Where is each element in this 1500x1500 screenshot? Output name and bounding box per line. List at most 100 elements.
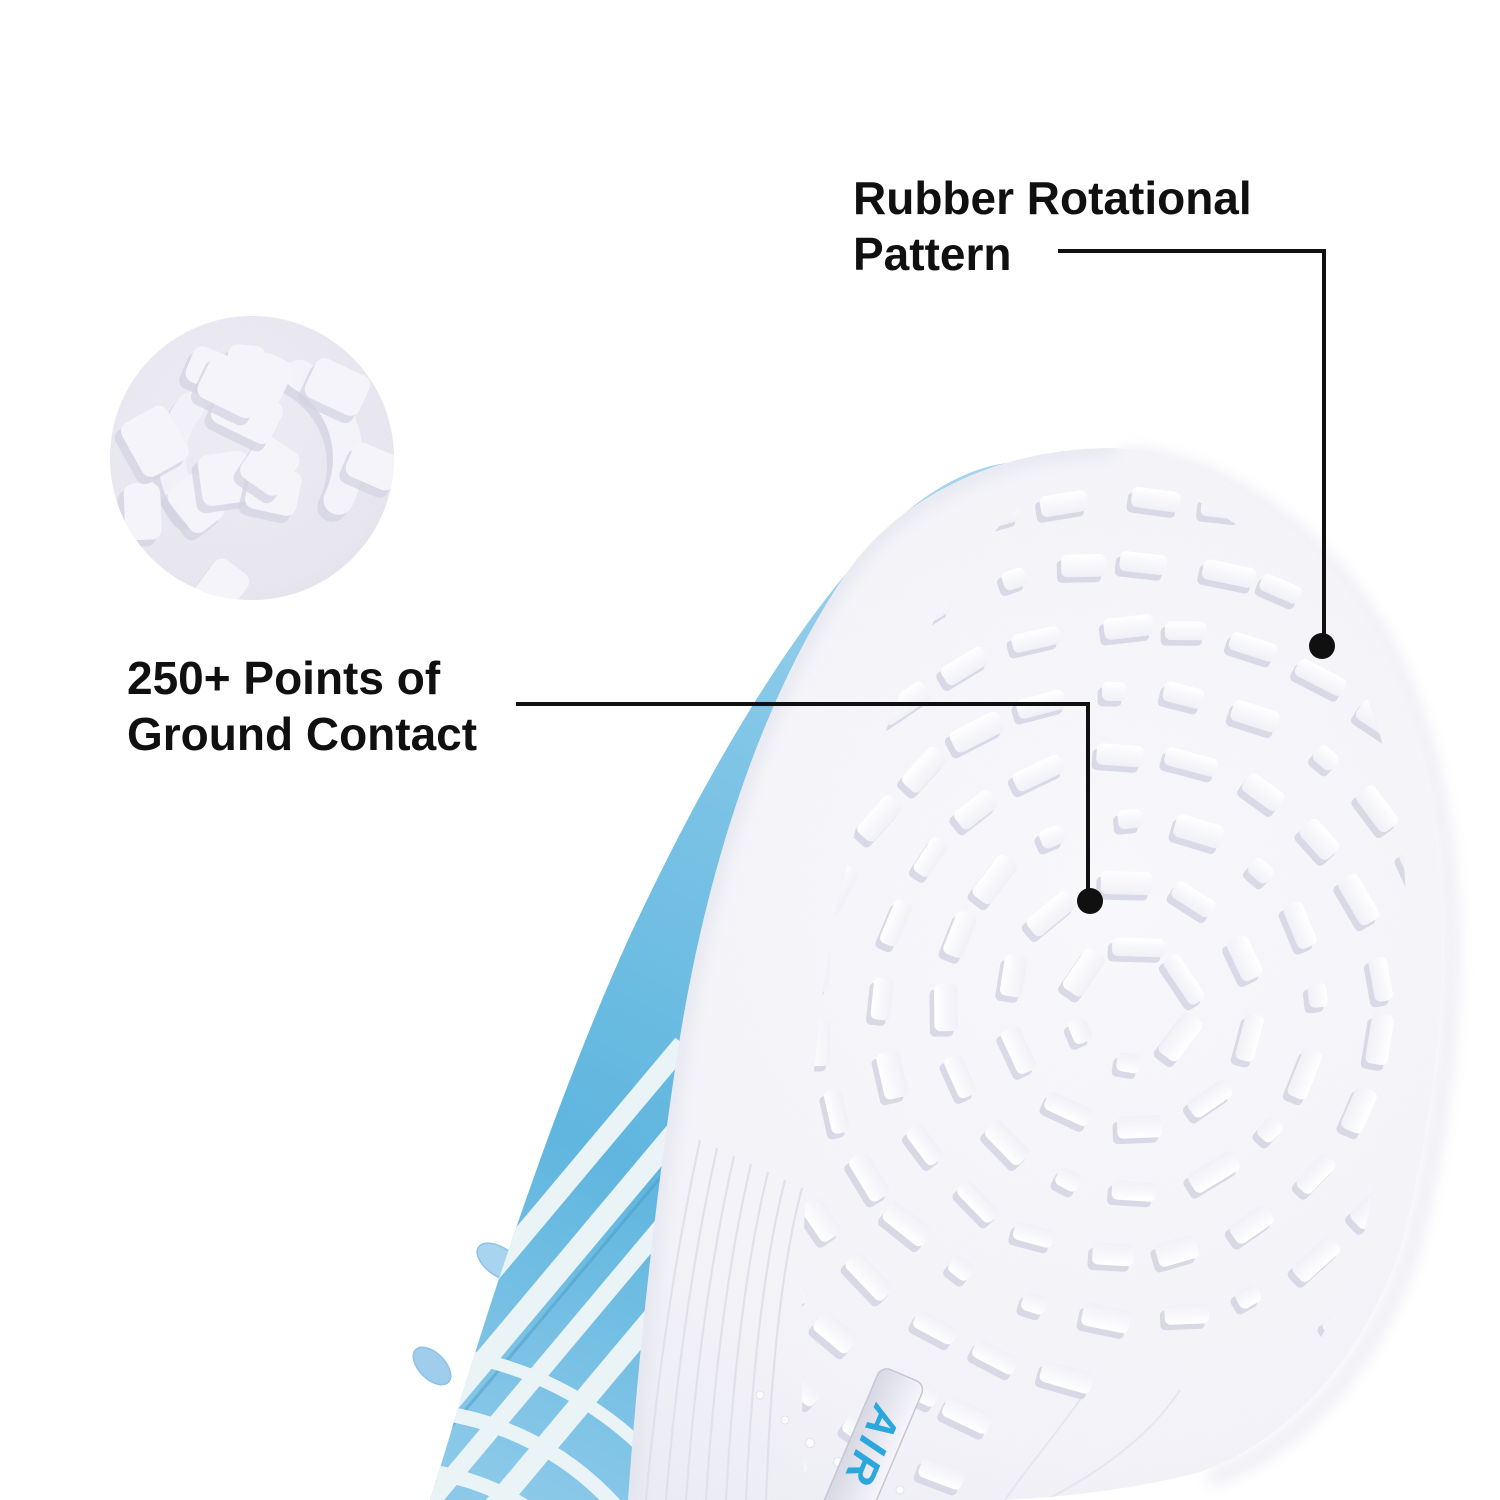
stud bbox=[1039, 490, 1089, 517]
midsole-ridge-line bbox=[744, 1179, 787, 1500]
stud bbox=[1062, 948, 1106, 997]
stud bbox=[1368, 408, 1422, 448]
stud bbox=[1147, 426, 1192, 446]
stud bbox=[1401, 581, 1407, 619]
stud bbox=[1226, 935, 1263, 982]
heel-seams bbox=[1004, 1387, 1181, 1500]
stud bbox=[823, 416, 879, 458]
stud bbox=[943, 911, 977, 958]
stud bbox=[1131, 486, 1181, 513]
stud bbox=[801, 478, 808, 495]
stud bbox=[1100, 425, 1145, 445]
stud bbox=[1096, 430, 1141, 450]
stud bbox=[933, 983, 959, 1032]
stud bbox=[1092, 1242, 1134, 1267]
stud bbox=[1235, 1013, 1264, 1062]
stud bbox=[870, 977, 894, 1021]
stud bbox=[1436, 1295, 1466, 1325]
stud bbox=[801, 514, 841, 554]
stud bbox=[1299, 818, 1340, 860]
stud bbox=[942, 1396, 993, 1434]
stud bbox=[949, 711, 1005, 753]
stud bbox=[1315, 478, 1363, 491]
stud bbox=[1259, 573, 1302, 604]
stud bbox=[906, 1124, 943, 1166]
midsole-ridge-line bbox=[724, 1171, 770, 1500]
callout-line-rotational bbox=[1058, 249, 1326, 640]
stud bbox=[1426, 1185, 1470, 1239]
stud bbox=[1235, 1284, 1262, 1309]
stud bbox=[1238, 435, 1266, 460]
callout-label-ground-contact: 250+ Points of Ground Contact bbox=[127, 650, 477, 762]
stud bbox=[1302, 388, 1354, 429]
stud bbox=[683, 511, 731, 561]
stud bbox=[1158, 1012, 1203, 1062]
stud bbox=[1171, 881, 1215, 918]
stud bbox=[1044, 1092, 1093, 1126]
stud bbox=[879, 479, 906, 504]
stud bbox=[1406, 576, 1407, 613]
stud bbox=[801, 478, 804, 501]
stud bbox=[913, 1311, 958, 1345]
stud bbox=[918, 1458, 965, 1490]
stud bbox=[1001, 567, 1028, 591]
stud bbox=[1143, 432, 1188, 452]
stud bbox=[1012, 754, 1065, 792]
sole-drop-shadow bbox=[1121, 449, 1458, 1485]
stud bbox=[849, 1152, 890, 1202]
stud bbox=[1188, 1151, 1240, 1193]
stud bbox=[1432, 516, 1462, 544]
stud bbox=[1165, 621, 1207, 641]
stud bbox=[948, 1255, 974, 1281]
stud bbox=[1365, 1013, 1394, 1066]
stud bbox=[860, 408, 911, 442]
stud bbox=[1013, 1221, 1055, 1248]
stud bbox=[1100, 871, 1153, 896]
stud bbox=[985, 1120, 1030, 1166]
stud bbox=[1119, 551, 1168, 576]
midsole-shading bbox=[628, 448, 1443, 1500]
stud bbox=[1011, 626, 1061, 653]
stud bbox=[824, 1089, 850, 1134]
stud bbox=[801, 534, 808, 578]
stud bbox=[1310, 478, 1359, 497]
stud bbox=[954, 790, 998, 830]
stud bbox=[1257, 1116, 1283, 1143]
stud bbox=[1001, 1026, 1037, 1074]
stud bbox=[1341, 538, 1391, 575]
stud bbox=[813, 1311, 858, 1354]
stud bbox=[882, 1202, 932, 1247]
stud bbox=[1117, 808, 1143, 830]
stud bbox=[1096, 743, 1144, 768]
stud bbox=[1307, 982, 1328, 1008]
stud bbox=[1026, 891, 1076, 937]
stud bbox=[857, 795, 902, 842]
callout-label-rotational: Rubber Rotational Pattern bbox=[853, 170, 1252, 282]
stud bbox=[876, 1050, 908, 1100]
stud bbox=[801, 509, 845, 548]
stud bbox=[1155, 1235, 1199, 1267]
stud bbox=[972, 854, 1017, 905]
stud bbox=[1187, 1080, 1233, 1118]
stud bbox=[1164, 1303, 1210, 1325]
stud bbox=[690, 612, 721, 642]
stud bbox=[801, 1197, 841, 1242]
stud bbox=[1306, 383, 1358, 424]
stud bbox=[1368, 956, 1393, 1002]
stud bbox=[1356, 785, 1398, 833]
midsole-ridge-line bbox=[764, 1187, 804, 1500]
stud bbox=[1396, 495, 1407, 519]
stud bbox=[1162, 681, 1205, 709]
stud bbox=[1229, 1205, 1274, 1244]
stud bbox=[687, 506, 735, 556]
stud bbox=[1103, 614, 1154, 640]
stud bbox=[1287, 1048, 1322, 1100]
stud bbox=[1228, 632, 1278, 662]
stud bbox=[913, 837, 948, 877]
stud bbox=[1068, 1018, 1092, 1044]
stud bbox=[1061, 554, 1106, 578]
callout-dot-rotational bbox=[1309, 633, 1335, 659]
stud bbox=[685, 618, 716, 648]
stud bbox=[1055, 1167, 1082, 1192]
